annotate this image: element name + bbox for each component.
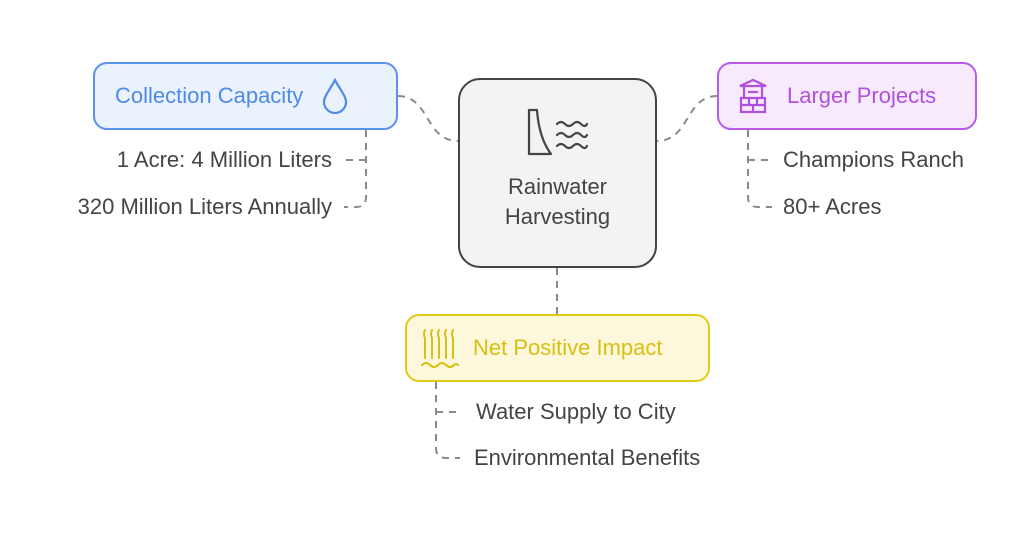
collection-capacity-node: Collection Capacity [93, 62, 398, 130]
collection-item: 1 Acre: 4 Million Liters [116, 147, 332, 172]
water-drop-icon [323, 78, 348, 114]
connector-impact-items [435, 382, 460, 459]
center-title-line1: Rainwater [507, 174, 608, 199]
well-icon [739, 78, 767, 114]
collection-item: 320 Million Liters Annually [77, 194, 332, 219]
connector-projects [656, 95, 718, 142]
impact-item: Environmental Benefits [474, 445, 701, 470]
collection-capacity-label: Collection Capacity [115, 83, 304, 108]
impact-item: Water Supply to City [476, 399, 676, 424]
connector-projects-items [747, 130, 772, 208]
connector-collection-items [344, 130, 367, 208]
projects-item: Champions Ranch [783, 147, 964, 172]
dam-water-icon [527, 108, 588, 156]
center-node: Rainwater Harvesting [458, 78, 657, 268]
connector-collection [397, 95, 459, 142]
waterfall-icon [421, 329, 459, 368]
larger-projects-label: Larger Projects [787, 83, 937, 108]
projects-item: 80+ Acres [783, 194, 882, 219]
larger-projects-node: Larger Projects [717, 62, 977, 130]
net-positive-impact-node: Net Positive Impact [405, 314, 710, 382]
center-title-line2: Harvesting [504, 204, 611, 229]
net-positive-impact-label: Net Positive Impact [473, 335, 663, 360]
